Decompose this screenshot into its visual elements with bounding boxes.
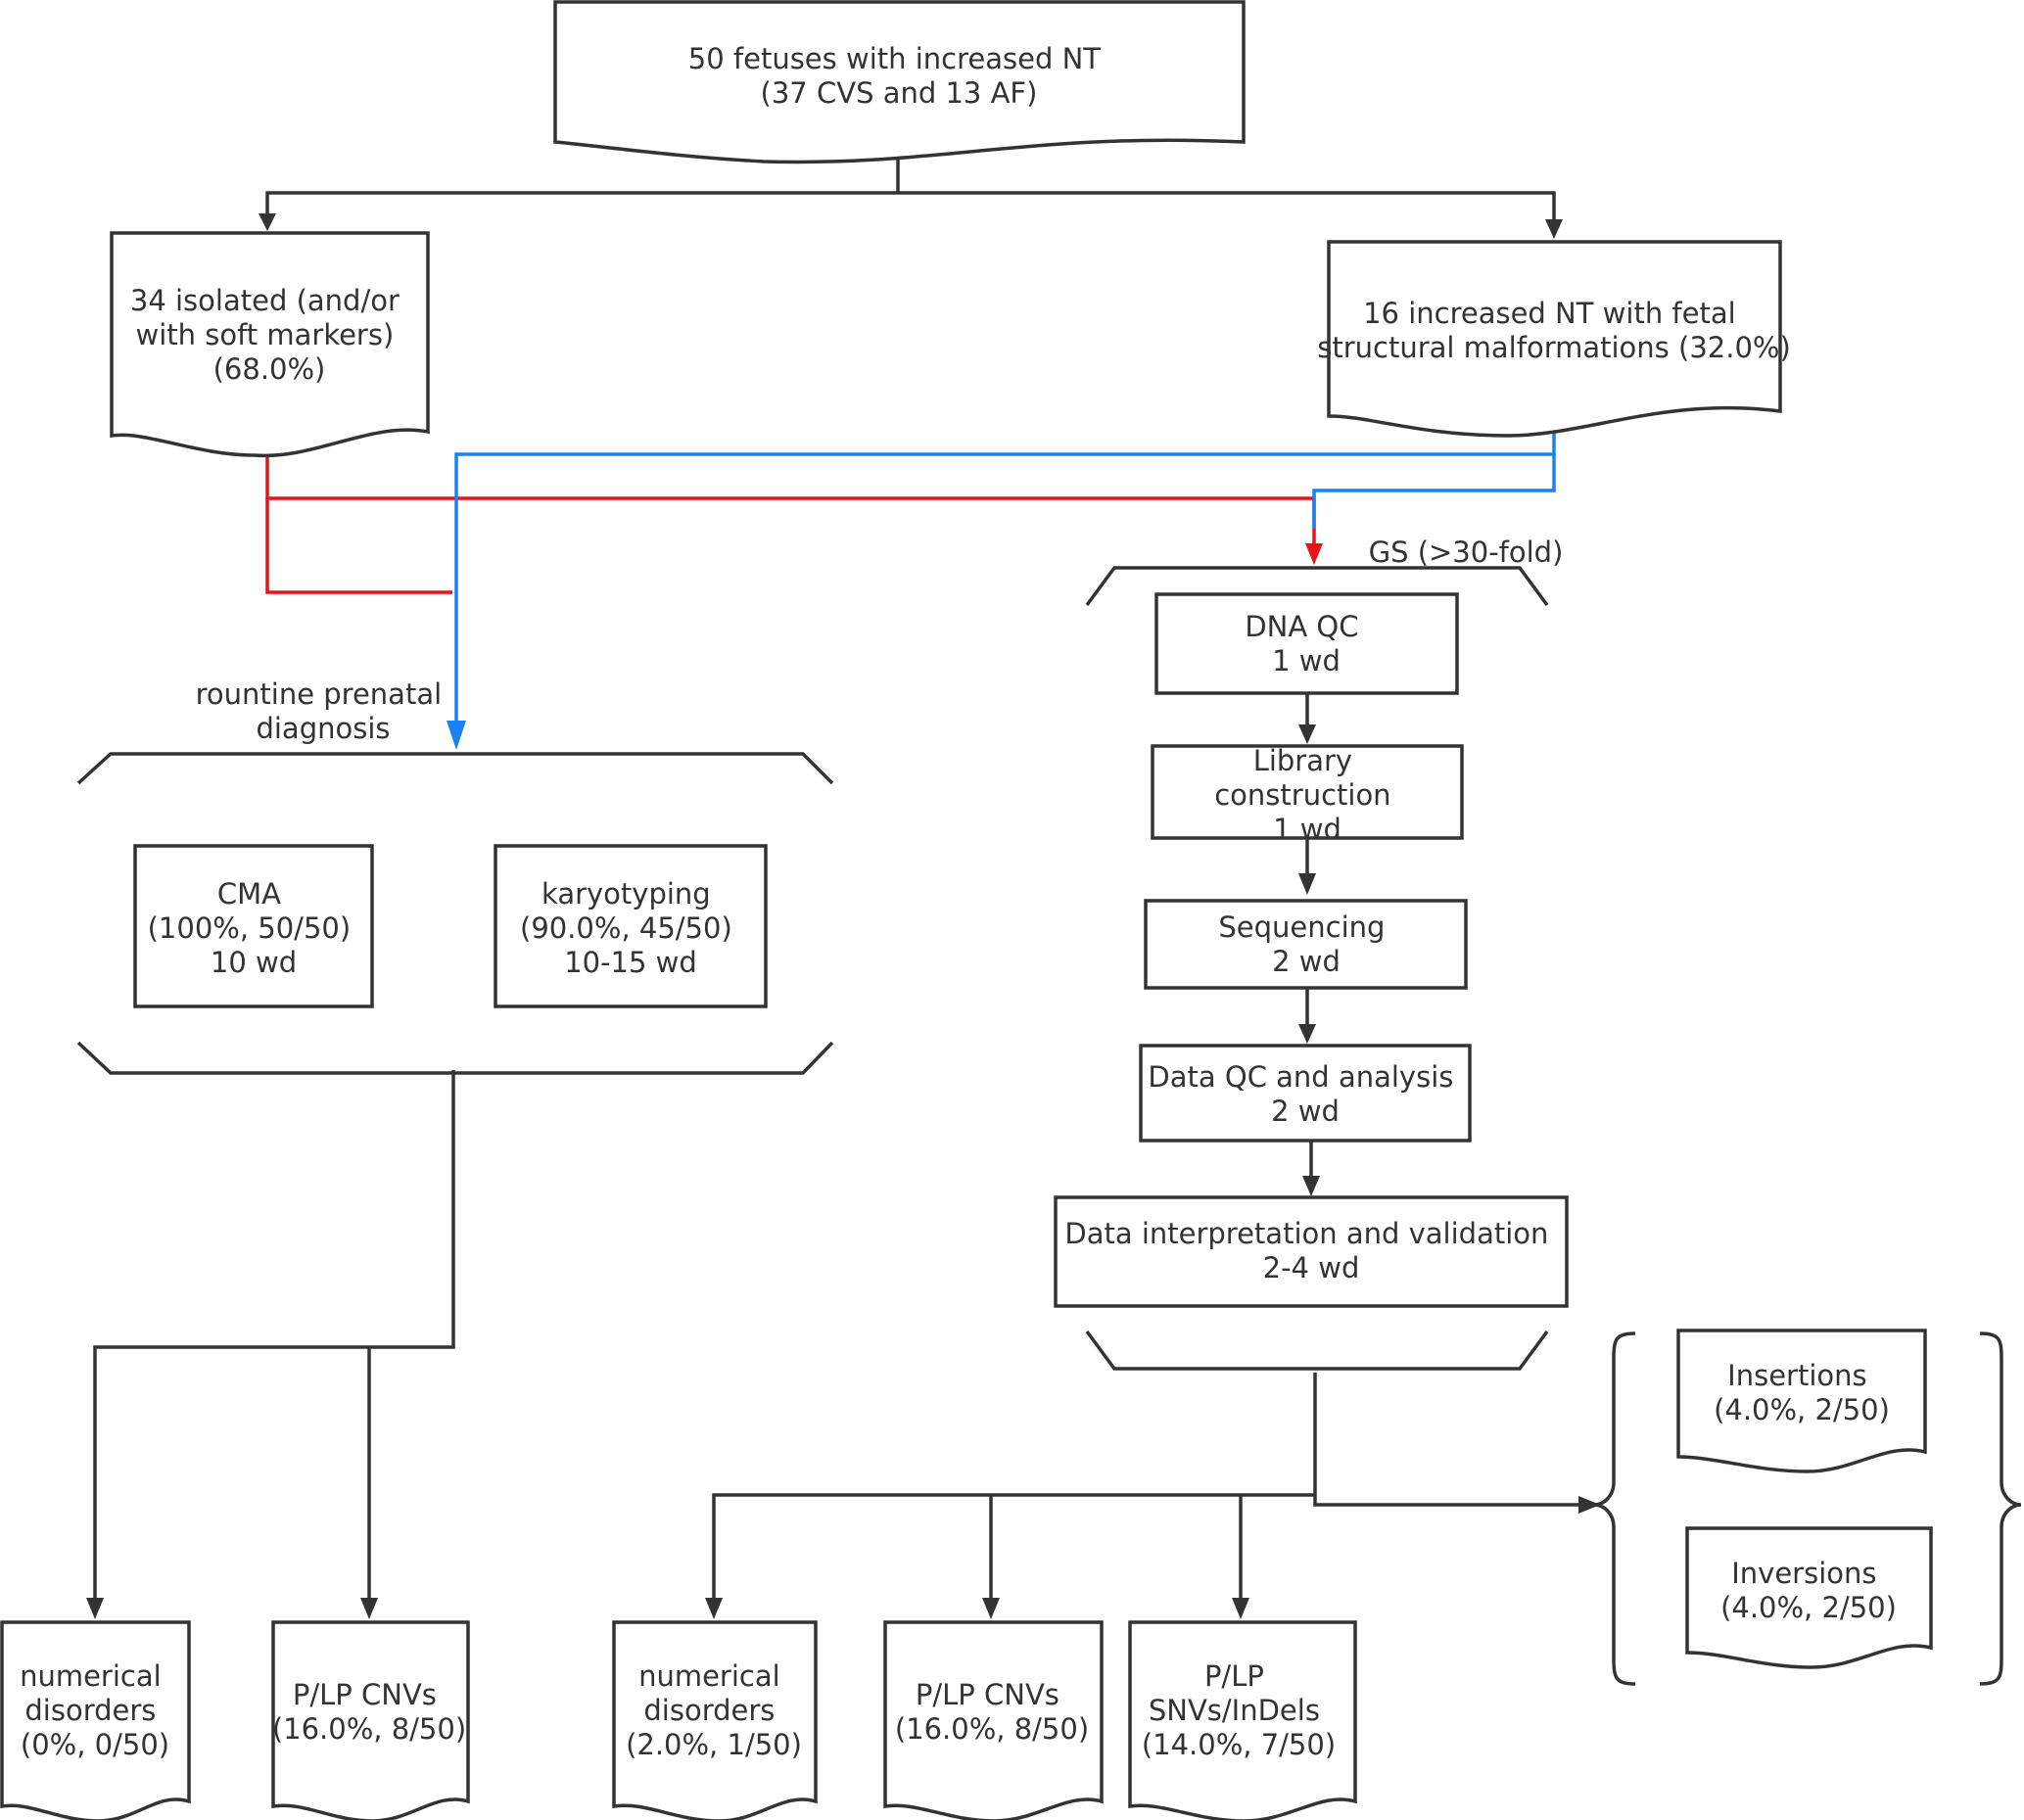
node-library-shape (1151, 744, 1464, 840)
connector-malformation-to-gs (1312, 454, 1556, 529)
node-gs-snv-shape (1128, 1620, 1357, 1820)
arrowhead-gs-snv (1232, 1598, 1249, 1619)
node-root-shape (553, 0, 1246, 164)
arrowhead-gs-numerical (705, 1598, 723, 1619)
routine-diagnosis-label: rountine prenatal diagnosis (196, 677, 451, 745)
group-brackets (76, 566, 2022, 1686)
node-karyotyping-shape (494, 844, 768, 1008)
gs-label: GS (>30-fold) (1369, 536, 1564, 569)
node-inversions-shape (1685, 1526, 1933, 1669)
node-interpretation-shape (1054, 1195, 1569, 1308)
node-data-qc-label: Data QC and analysis 2 wd (1148, 1060, 1462, 1128)
gs-bracket-top (1085, 566, 1549, 607)
connector-gs-output (712, 1373, 1578, 1598)
arrowhead-left-cnv (360, 1598, 378, 1619)
node-gs-numerical-label: numerical disorders (2.0%, 1/50) (626, 1659, 802, 1761)
node-gs-cnv-shape (883, 1620, 1104, 1820)
node-library-label: Library construction 1 wd (1214, 744, 1400, 846)
arrowhead-library (1298, 724, 1316, 744)
node-sequencing-label: Sequencing 2 wd (1218, 910, 1393, 978)
node-cma-shape (133, 844, 374, 1008)
arrowhead-isolated (259, 213, 276, 231)
process-boxes (133, 592, 1569, 1308)
node-left-numerical-label: numerical disorders (0%, 0/50) (20, 1659, 170, 1761)
gs-bracket-bottom (1085, 1330, 1549, 1371)
node-root-label: 50 fetuses with increased NT (37 CVS and… (688, 42, 1109, 110)
node-karyotyping-label: karyotyping (90.0%, 45/50) 10-15 wd (520, 877, 741, 979)
arrowhead-gs-red (1305, 543, 1323, 565)
node-sequencing-shape (1144, 899, 1468, 990)
arrowhead-gs-cnv (982, 1598, 1000, 1619)
node-gs-cnv-label: P/LP CNVs (16.0%, 8/50) (895, 1678, 1089, 1746)
arrowhead-routine-blue (447, 721, 466, 750)
node-left-cnv-shape (271, 1620, 470, 1820)
connector-malformation-to-routine (454, 415, 1556, 721)
node-malformation-label: 16 increased NT with fetal structural ma… (1317, 297, 1791, 364)
connector-isolated-to-gs (265, 434, 1316, 543)
node-isolated-shape (110, 231, 430, 458)
node-interpretation-label: Data interpretation and validation 2-4 w… (1064, 1217, 1557, 1284)
arrowhead-dataqc (1298, 1024, 1316, 1044)
node-left-numerical-shape (0, 1620, 191, 1820)
sv-brace-left (1593, 1331, 1636, 1686)
arrowheads (86, 213, 1600, 1619)
node-dna-qc-shape (1154, 592, 1459, 695)
node-inversions-label: Inversions (4.0%, 2/50) (1720, 1557, 1897, 1624)
connector-root-split (265, 147, 1556, 219)
connectors (93, 147, 1578, 1598)
arrowhead-left-numerical (86, 1598, 104, 1619)
routine-bracket-top (76, 752, 834, 785)
arrowhead-sequencing (1298, 873, 1316, 895)
node-isolated-label: 34 isolated (and/or with soft markers) (… (130, 284, 408, 386)
node-left-cnv-label: P/LP CNVs (16.0%, 8/50) (272, 1678, 466, 1746)
node-gs-numerical-shape (612, 1620, 818, 1820)
node-malformation-shape (1327, 240, 1782, 438)
node-dna-qc-label: DNA QC 1 wd (1245, 610, 1367, 677)
arrowhead-sv-group (1578, 1496, 1600, 1514)
labels: 50 fetuses with increased NT (37 CVS and… (20, 42, 1897, 1761)
node-data-qc-shape (1139, 1044, 1472, 1143)
node-cma-label: CMA (100%, 50/50) 10 wd (148, 877, 360, 979)
node-insertions-shape (1676, 1329, 1927, 1473)
sv-brace-right (1979, 1331, 2022, 1686)
arrowhead-malformation (1545, 219, 1563, 239)
node-gs-snv-label: P/LP SNVs/InDels (14.0%, 7/50) (1142, 1659, 1336, 1761)
connector-isolated-to-routine (265, 498, 452, 594)
connector-routine-output (93, 1070, 455, 1598)
node-insertions-label: Insertions (4.0%, 2/50) (1714, 1359, 1890, 1426)
document-shapes (0, 0, 1933, 1820)
routine-bracket-bottom (76, 1041, 834, 1075)
arrowhead-interpretation (1302, 1176, 1320, 1196)
